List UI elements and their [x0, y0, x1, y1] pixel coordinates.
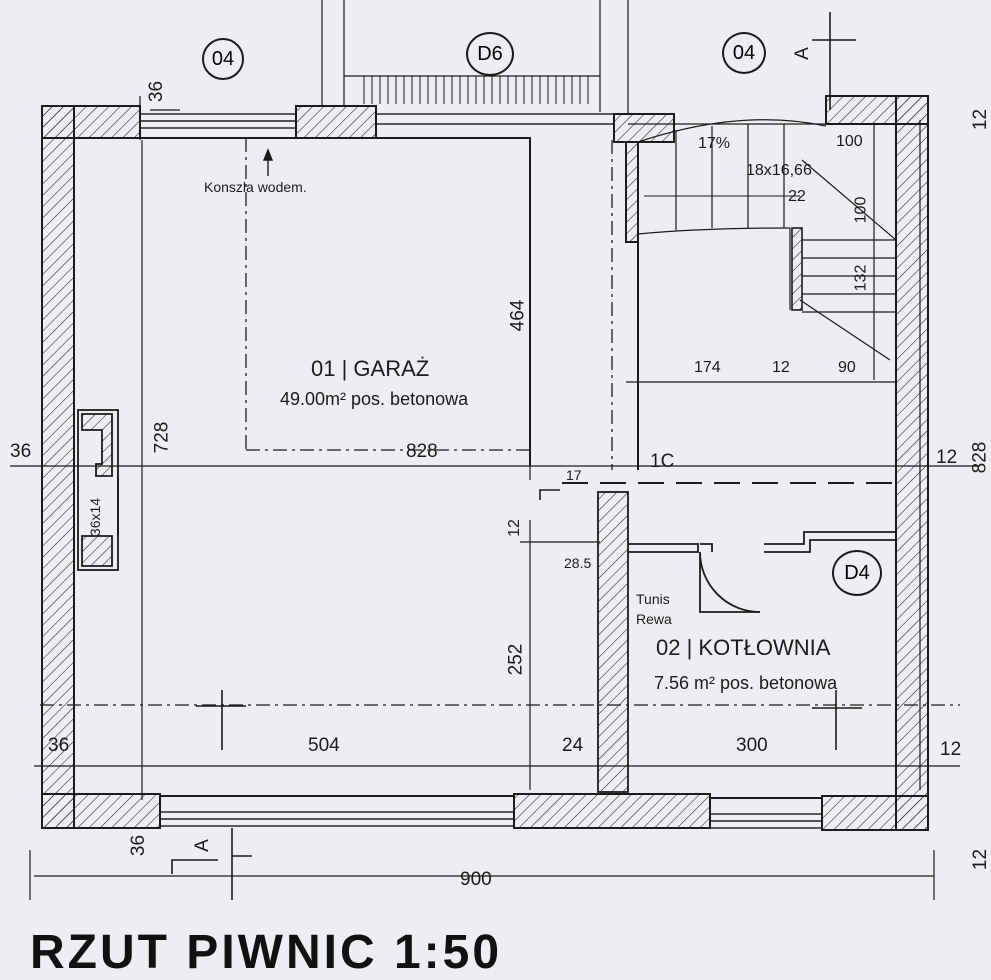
exterior-walls — [41, 95, 929, 831]
dim-17: 17 — [566, 467, 582, 483]
room-area-garage: 49.00m² pos. betonowa — [280, 389, 469, 409]
dim-100-top: 100 — [836, 133, 863, 150]
marker-d6: D6 — [466, 32, 514, 76]
section-label-1c: 1C — [650, 451, 675, 472]
marker-d4: D4 — [832, 550, 882, 596]
dim-90: 90 — [838, 359, 856, 376]
tunis-label: Tunis — [636, 591, 670, 607]
dim-36-top: 36 — [146, 80, 168, 103]
section-label-bottom: A — [191, 839, 213, 852]
konszla-note: Konszla wodem. — [204, 179, 307, 195]
drawing-title: RZUT PIWNIC 1:50 — [30, 926, 503, 979]
dim-28-5: 28.5 — [564, 555, 592, 571]
chimney-size: 36x14 — [87, 497, 104, 537]
dim-12-edge-bot: 12 — [970, 848, 991, 871]
dim-12-edge-top: 12 — [970, 108, 991, 131]
dim-36-left: 36 — [10, 441, 32, 462]
section-label-top: A — [791, 47, 813, 60]
dim-132: 132 — [852, 264, 870, 292]
dim-828-right: 828 — [969, 441, 991, 474]
dim-828: 828 — [406, 441, 438, 462]
rewa-label: Rewa — [636, 611, 672, 627]
room-label-garage: 01 | GARAŻ — [311, 356, 430, 381]
dim-12-mid: 12 — [505, 519, 523, 537]
marker-04-left: 04 — [202, 38, 244, 80]
stair-tread: 22 — [788, 188, 806, 205]
floor-plan-drawing — [10, 0, 980, 900]
dim-36-bottom-left: 36 — [128, 834, 150, 857]
dim-12-stair: 12 — [772, 359, 790, 376]
dim-36-bot: 36 — [48, 735, 70, 756]
stair-steps: 18x16,66 — [746, 162, 812, 179]
interior-stair — [637, 119, 897, 361]
dim-300: 300 — [736, 735, 768, 756]
marker-04-right: 04 — [722, 32, 766, 74]
dim-252: 252 — [505, 643, 527, 676]
room-label-boiler: 02 | KOTŁOWNIA — [656, 635, 831, 660]
chimney — [77, 409, 119, 571]
dim-504: 504 — [308, 735, 340, 756]
dim-24: 24 — [562, 735, 584, 756]
dim-12-bot: 12 — [940, 739, 962, 760]
dim-728: 728 — [151, 421, 173, 454]
room-area-boiler: 7.56 m² pos. betonowa — [654, 673, 838, 693]
dim-12-right: 12 — [936, 447, 958, 468]
dim-464: 464 — [507, 299, 529, 332]
dim-174: 174 — [694, 359, 721, 376]
dim-900: 900 — [460, 869, 492, 890]
dim-100-side: 100 — [852, 196, 870, 224]
stair-slope: 17% — [698, 135, 731, 152]
